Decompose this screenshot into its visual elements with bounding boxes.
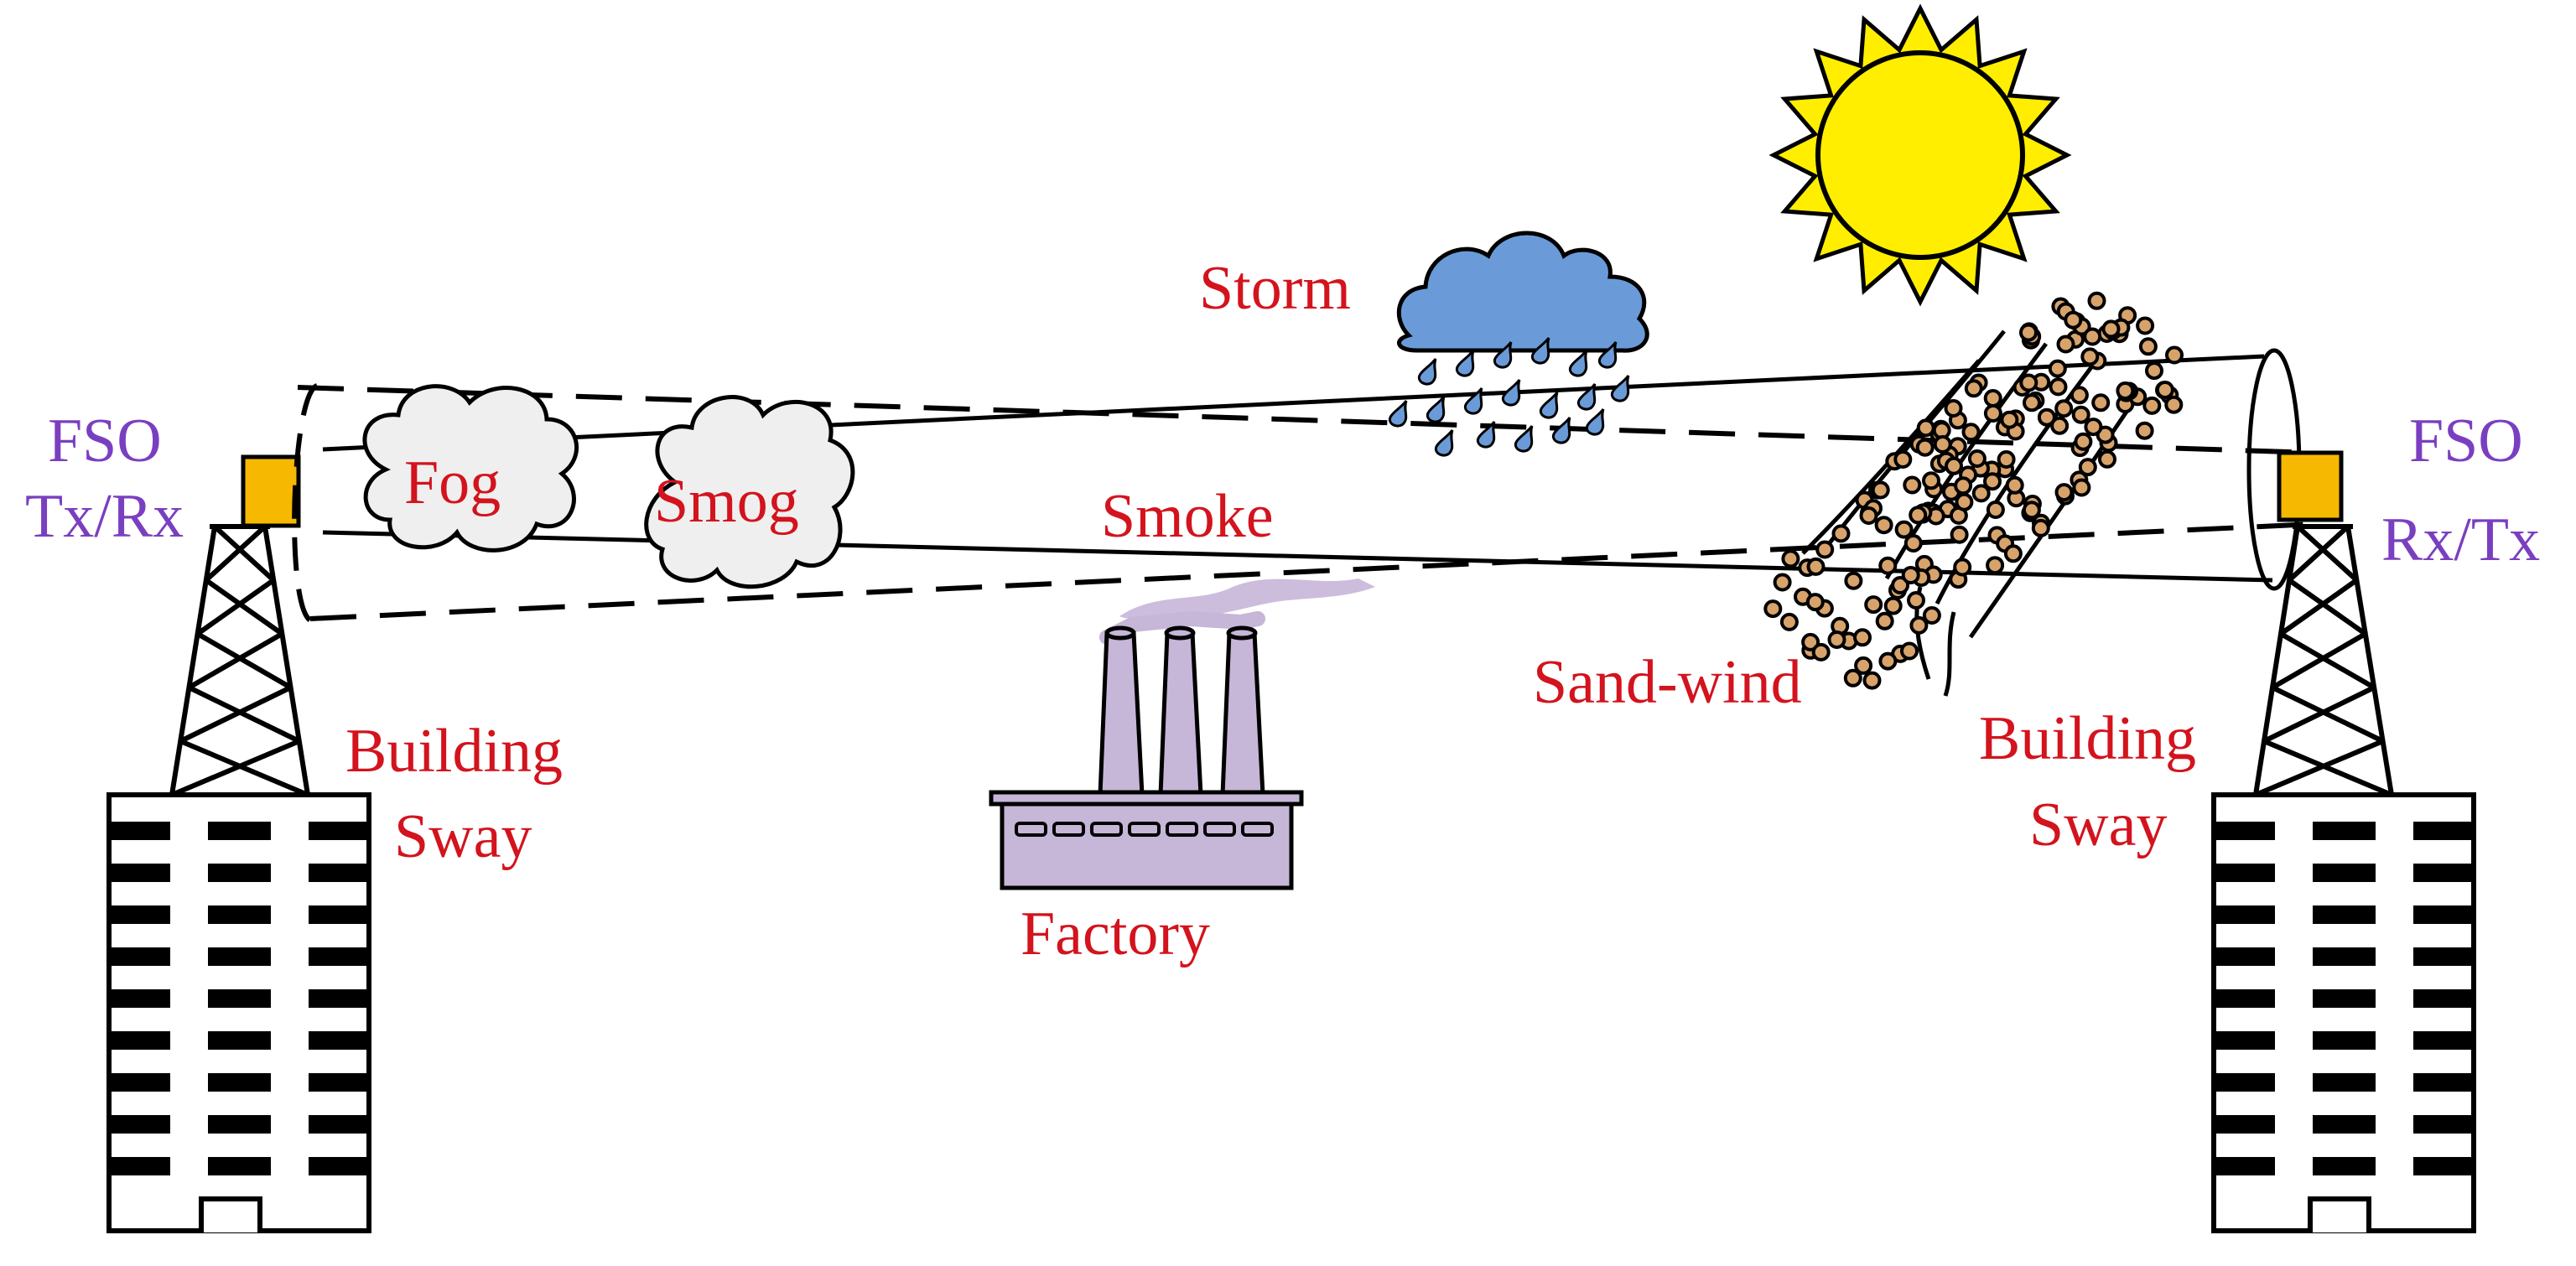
rain-drop-icon	[1389, 337, 1630, 457]
left-transceiver-icon	[241, 454, 301, 528]
fog-label: Fog	[404, 449, 501, 517]
smoke-label: Smoke	[1101, 482, 1274, 551]
left-terminal-label-line2: Tx/Rx	[25, 482, 184, 551]
left-building-icon	[106, 792, 371, 1233]
sand-particles-icon	[1763, 291, 2184, 697]
smoke-icon	[1119, 579, 1375, 619]
right-tower-icon	[2253, 524, 2394, 797]
storm-cloud-icon	[1396, 231, 1649, 353]
smog-cloud-icon	[644, 395, 855, 589]
fog-cloud-icon	[362, 384, 579, 553]
right-transceiver-icon	[2277, 450, 2344, 522]
right-terminal-label-line1: FSO	[2409, 407, 2523, 475]
storm-label: Storm	[1199, 254, 1351, 323]
factory-label: Factory	[1021, 900, 1210, 968]
right-building-sway-label-line1: Building	[1979, 704, 2196, 773]
left-tower-icon	[169, 524, 310, 797]
factory-icon	[989, 579, 1375, 890]
left-terminal-label-line1: FSO	[48, 407, 162, 475]
right-building-sway-label-line2: Sway	[2029, 791, 2167, 859]
sand-wind-label: Sand-wind	[1533, 648, 1802, 717]
sun-icon	[1768, 3, 2072, 307]
laser-beam	[292, 348, 2315, 623]
left-building-sway-label-line1: Building	[345, 717, 563, 786]
right-building-icon	[2211, 792, 2476, 1233]
left-building-sway-label-line2: Sway	[394, 802, 532, 871]
smog-label: Smog	[654, 467, 799, 536]
right-terminal-label-line2: Rx/Tx	[2381, 506, 2540, 574]
